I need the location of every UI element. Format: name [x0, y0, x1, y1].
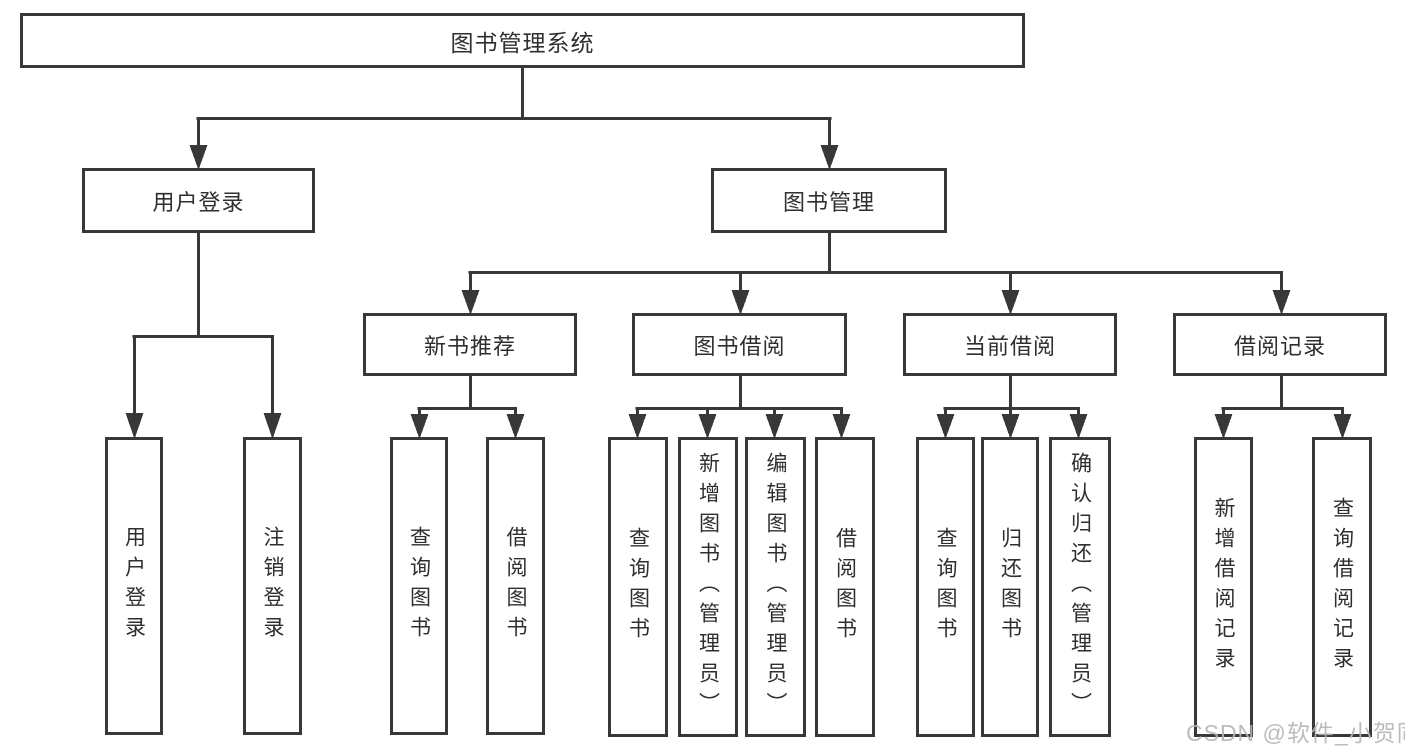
- node-book-management: 图书管理: [711, 168, 947, 233]
- node-label: 新增借阅记录: [1212, 497, 1235, 677]
- node-label: 借阅图书: [504, 526, 527, 646]
- arrowhead: [1214, 414, 1233, 439]
- node-root: 图书管理系统: [20, 13, 1025, 68]
- node-label: 用户登录: [152, 189, 245, 215]
- arrowhead: [461, 290, 480, 315]
- arrowhead: [1272, 290, 1291, 315]
- leaf-add-borrow-record: 新增借阅记录: [1194, 437, 1253, 737]
- arrowhead: [731, 290, 750, 315]
- node-label: 新书推荐: [423, 333, 516, 359]
- node-label: 新增图书（管理员）: [696, 452, 720, 722]
- node-label: 查询借阅记录: [1330, 497, 1354, 677]
- csdn-watermark: CSDN @软件_小贺同学: [1186, 720, 1405, 746]
- leaf-edit-book-admin: 编辑图书（管理员）: [745, 437, 806, 737]
- node-label: 注销登录: [261, 526, 284, 646]
- arrowhead: [1001, 290, 1020, 315]
- node-label: 归还图书: [998, 527, 1022, 647]
- leaf-borrow-book-borrow: 借阅图书: [815, 437, 875, 737]
- node-label: 图书借阅: [693, 333, 786, 359]
- arrowhead: [698, 414, 717, 439]
- arrowhead: [765, 414, 784, 439]
- leaf-query-book-current: 查询图书: [916, 437, 975, 737]
- leaf-logout-login: 注销登录: [243, 437, 302, 735]
- node-label: 查询图书: [407, 526, 431, 646]
- node-borrow-records: 借阅记录: [1173, 313, 1387, 376]
- leaf-return-book: 归还图书: [981, 437, 1039, 737]
- arrowhead: [1333, 414, 1352, 439]
- arrowhead: [263, 413, 282, 439]
- node-label: 图书管理系统: [450, 29, 595, 56]
- node-label: 借阅记录: [1233, 333, 1326, 359]
- node-label: 编辑图书（管理员）: [764, 452, 787, 722]
- node-label: 用户登录: [122, 526, 146, 646]
- arrowhead: [628, 414, 647, 439]
- arrowhead: [1001, 414, 1020, 439]
- node-label: 确认归还（管理员）: [1068, 452, 1092, 722]
- node-label: 查询图书: [934, 527, 957, 647]
- node-label: 当前借阅: [963, 333, 1056, 359]
- node-label: 图书管理: [782, 189, 875, 215]
- node-current-borrow: 当前借阅: [903, 313, 1117, 376]
- arrowhead: [506, 414, 525, 439]
- leaf-query-borrow-record: 查询借阅记录: [1312, 437, 1372, 737]
- arrowhead: [189, 145, 208, 170]
- node-label: 借阅图书: [833, 527, 857, 647]
- node-label: 查询图书: [626, 527, 650, 647]
- arrowhead: [936, 414, 955, 439]
- arrowhead: [832, 414, 851, 439]
- node-user-login: 用户登录: [82, 168, 315, 233]
- node-new-book-recommend: 新书推荐: [363, 313, 577, 376]
- arrowhead: [1069, 414, 1088, 439]
- leaf-query-book-borrow: 查询图书: [608, 437, 668, 737]
- leaf-confirm-return-admin: 确认归还（管理员）: [1049, 437, 1111, 737]
- leaf-borrow-book-recommend: 借阅图书: [486, 437, 545, 735]
- node-book-borrow: 图书借阅: [632, 313, 847, 376]
- leaf-add-book-admin: 新增图书（管理员）: [678, 437, 738, 737]
- arrowhead: [820, 145, 839, 170]
- arrowhead: [125, 413, 144, 439]
- arrowhead: [410, 414, 429, 439]
- leaf-user-login: 用户登录: [105, 437, 163, 735]
- leaf-query-book-recommend: 查询图书: [390, 437, 448, 735]
